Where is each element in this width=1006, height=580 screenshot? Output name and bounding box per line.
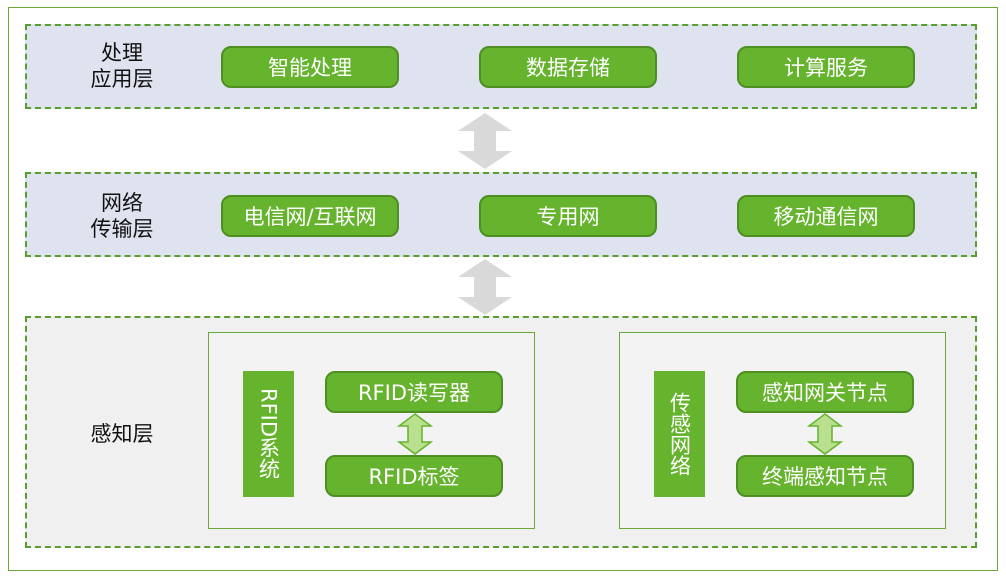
node-rfid-reader: RFID读写器 <box>325 371 503 413</box>
sensor-network-title-text: 传感网络 <box>667 392 692 476</box>
node-intelligent-processing: 智能处理 <box>221 46 399 88</box>
node-rfid-tag: RFID标签 <box>325 455 503 497</box>
bidirectional-arrow-icon <box>806 413 844 455</box>
sensor-network-title: 传感网络 <box>654 371 705 497</box>
node-gateway: 感知网关节点 <box>736 371 914 413</box>
node-private-network: 专用网 <box>479 195 657 237</box>
rfid-system-title-text: RFID系统 <box>256 388 281 480</box>
bidirectional-arrow-icon <box>458 113 512 169</box>
node-telecom-internet: 电信网/互联网 <box>221 195 399 237</box>
node-terminal-sensor: 终端感知节点 <box>736 455 914 497</box>
bidirectional-arrow-icon <box>458 259 512 315</box>
layer-network-label: 网络 传输层 <box>90 191 154 241</box>
node-computing-service: 计算服务 <box>737 46 915 88</box>
bidirectional-arrow-icon <box>396 413 434 455</box>
node-data-storage: 数据存储 <box>479 46 657 88</box>
rfid-system-title: RFID系统 <box>243 371 294 497</box>
node-mobile-network: 移动通信网 <box>737 195 915 237</box>
layer-processing-label: 处理 应用层 <box>90 41 154 91</box>
layer-perception-label: 感知层 <box>90 422 154 446</box>
